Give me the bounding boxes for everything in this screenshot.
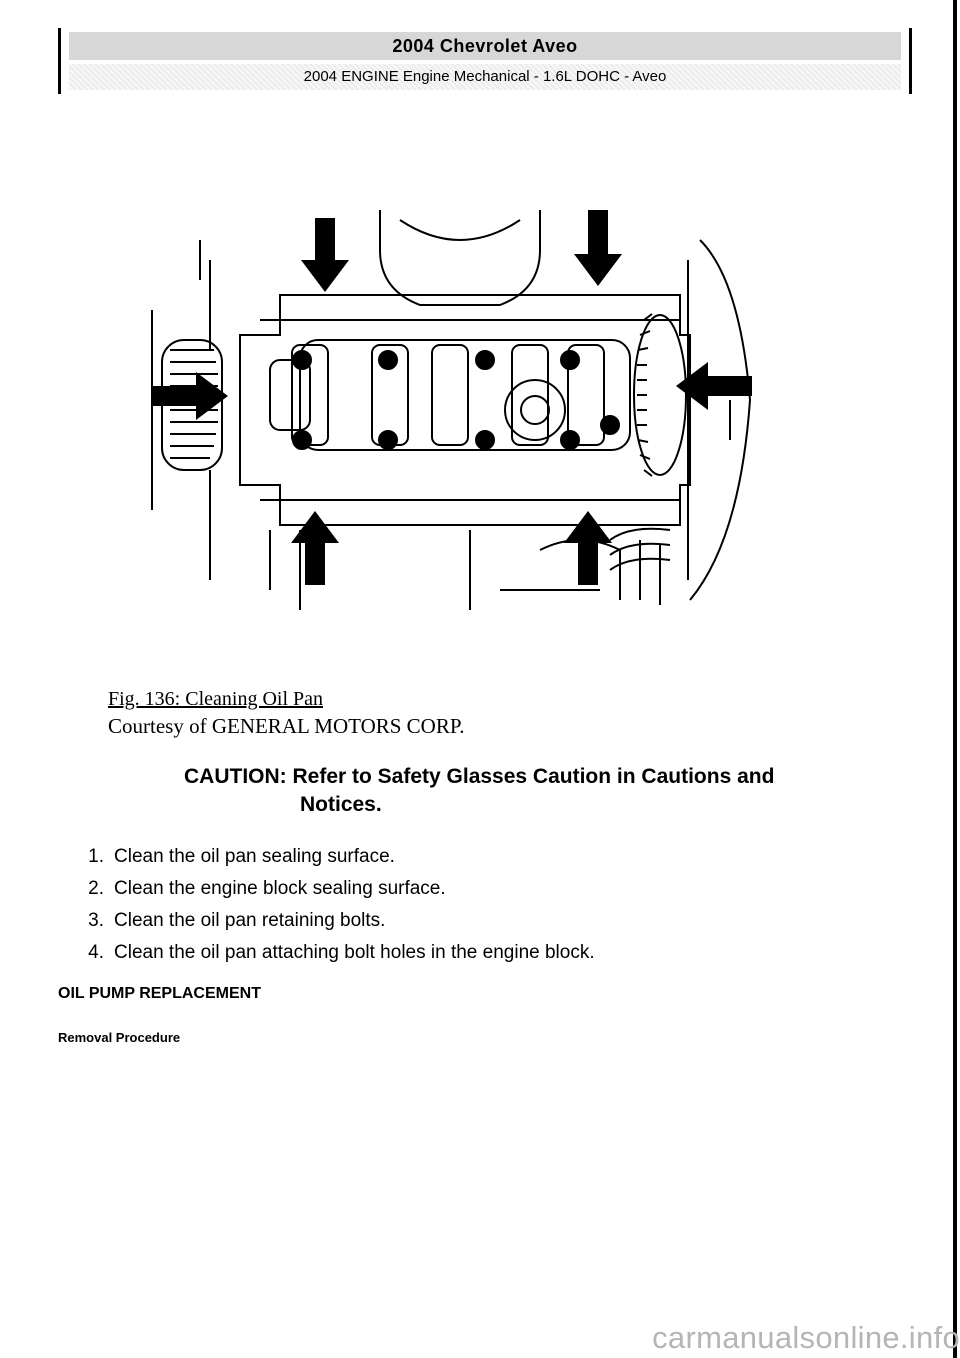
figure-caption: Fig. 136: Cleaning Oil Pan <box>108 688 323 710</box>
step-number: 1. <box>88 846 104 867</box>
header-title: 2004 Chevrolet Aveo <box>69 32 901 60</box>
page-right-border <box>953 0 957 1358</box>
list-item: 2. Clean the engine block sealing surface… <box>40 875 595 907</box>
caution-note: CAUTION: Refer to Safety Glasses Caution… <box>184 763 824 819</box>
subsection-heading: Removal Procedure <box>58 1030 181 1045</box>
list-item: 3. Clean the oil pan retaining bolts. <box>40 907 595 939</box>
step-number: 2. <box>88 878 104 899</box>
step-text: Clean the engine block sealing surface. <box>114 878 446 899</box>
caution-line-1: CAUTION: Refer to Safety Glasses Caution… <box>184 765 775 788</box>
step-number: 4. <box>88 942 104 963</box>
section-heading: OIL PUMP REPLACEMENT <box>58 985 261 1002</box>
list-item: 1. Clean the oil pan sealing surface. <box>40 843 595 875</box>
crank-pulley-illustration <box>151 240 223 580</box>
caution-line-2: Notices. <box>300 793 382 816</box>
figure-credit: Courtesy of GENERAL MOTORS CORP. <box>108 714 465 738</box>
list-item: 4. Clean the oil pan attaching bolt holes… <box>40 939 595 971</box>
site-watermark: carmanualsonline.info <box>652 1320 960 1355</box>
step-text: Clean the oil pan attaching bolt holes i… <box>114 942 595 963</box>
cleaning-steps-list: 1. Clean the oil pan sealing surface. 2. C… <box>40 843 595 971</box>
header-subtitle: 2004 ENGINE Engine Mechanical - 1.6L DOH… <box>69 64 901 90</box>
arrow-icons <box>152 210 752 585</box>
step-text: Clean the oil pan sealing surface. <box>114 846 395 867</box>
step-text: Clean the oil pan retaining bolts. <box>114 910 386 931</box>
document-header: 2004 Chevrolet Aveo 2004 ENGINE Engine M… <box>58 28 912 94</box>
step-number: 3. <box>88 910 104 931</box>
oil-pan-figure <box>151 210 752 610</box>
bearing-caps-illustration <box>291 344 620 450</box>
